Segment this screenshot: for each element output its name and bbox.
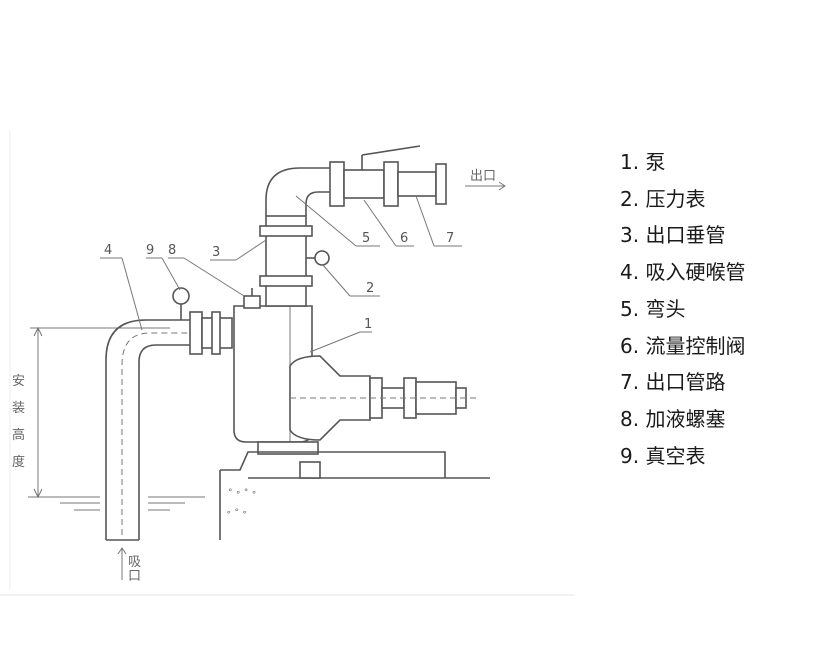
inlet-label-char-1: 吸 (128, 555, 141, 570)
callout-leaders (100, 195, 462, 353)
legend-item-suction-hose: 4. 吸入硬喉管 (620, 260, 746, 285)
suction-pipe (105, 319, 190, 541)
callout-7: 7 (446, 231, 454, 246)
callout-4: 4 (104, 243, 112, 258)
legend-item-outlet-pipe: 7. 出口管路 (620, 370, 726, 395)
legend-item-outlet-vertical-pipe: 3. 出口垂管 (620, 223, 726, 248)
callout-1: 1 (364, 317, 372, 332)
inlet-label-char-2: 口 (128, 569, 141, 584)
vacuum-gauge (172, 287, 190, 320)
callout-9: 9 (146, 243, 154, 258)
legend-item-pressure-gauge: 2. 压力表 (620, 186, 706, 211)
callout-numbers: 4 9 8 3 1 2 5 6 7 (104, 231, 454, 332)
outlet-vertical-pipe (259, 215, 313, 307)
parts-legend: 1. 泵 2. 压力表 3. 出口垂管 4. 吸入硬喉管 5. 弯头 6. 流量… (620, 144, 745, 474)
callout-8: 8 (168, 243, 176, 258)
elbow (265, 167, 330, 216)
water-level-lines (28, 496, 205, 511)
pump-installation-diagram: 安 装 高 度 (0, 130, 575, 596)
suction-flange (189, 311, 203, 355)
svg-text:° ∘ ° ∘: ° ∘ ° ∘ (228, 488, 257, 498)
height-label-char-1: 安 (12, 374, 25, 389)
base-and-foundation: ° ∘ ° ∘ ∘ ° ∘ (219, 441, 490, 540)
inlet-arrow: 吸 口 (117, 547, 141, 584)
outlet-label: 出口 (470, 169, 496, 184)
legend-item-elbow: 5. 弯头 (620, 296, 686, 321)
height-label-char-2: 装 (12, 401, 25, 416)
height-label-char-3: 高 (12, 427, 25, 443)
legend-item-vacuum-gauge: 9. 真空表 (620, 443, 706, 468)
pressure-gauge (306, 250, 330, 266)
callout-6: 6 (400, 231, 408, 246)
flow-control-valve (329, 145, 421, 207)
legend-item-pump: 1. 泵 (620, 150, 666, 174)
legend-item-flow-control-valve: 6. 流量控制阀 (620, 333, 746, 358)
motor-assembly (289, 355, 478, 441)
outlet-pipe: 出口 (397, 163, 506, 205)
svg-text:∘ ° ∘: ∘ ° ∘ (226, 508, 248, 518)
callout-2: 2 (366, 281, 374, 296)
legend-item-priming-plug: 8. 加液螺塞 (620, 406, 726, 431)
installation-height-dimension: 安 装 高 度 (12, 326, 170, 499)
callout-3: 3 (212, 245, 220, 260)
callout-5: 5 (362, 231, 370, 246)
height-label-char-4: 度 (12, 454, 25, 470)
